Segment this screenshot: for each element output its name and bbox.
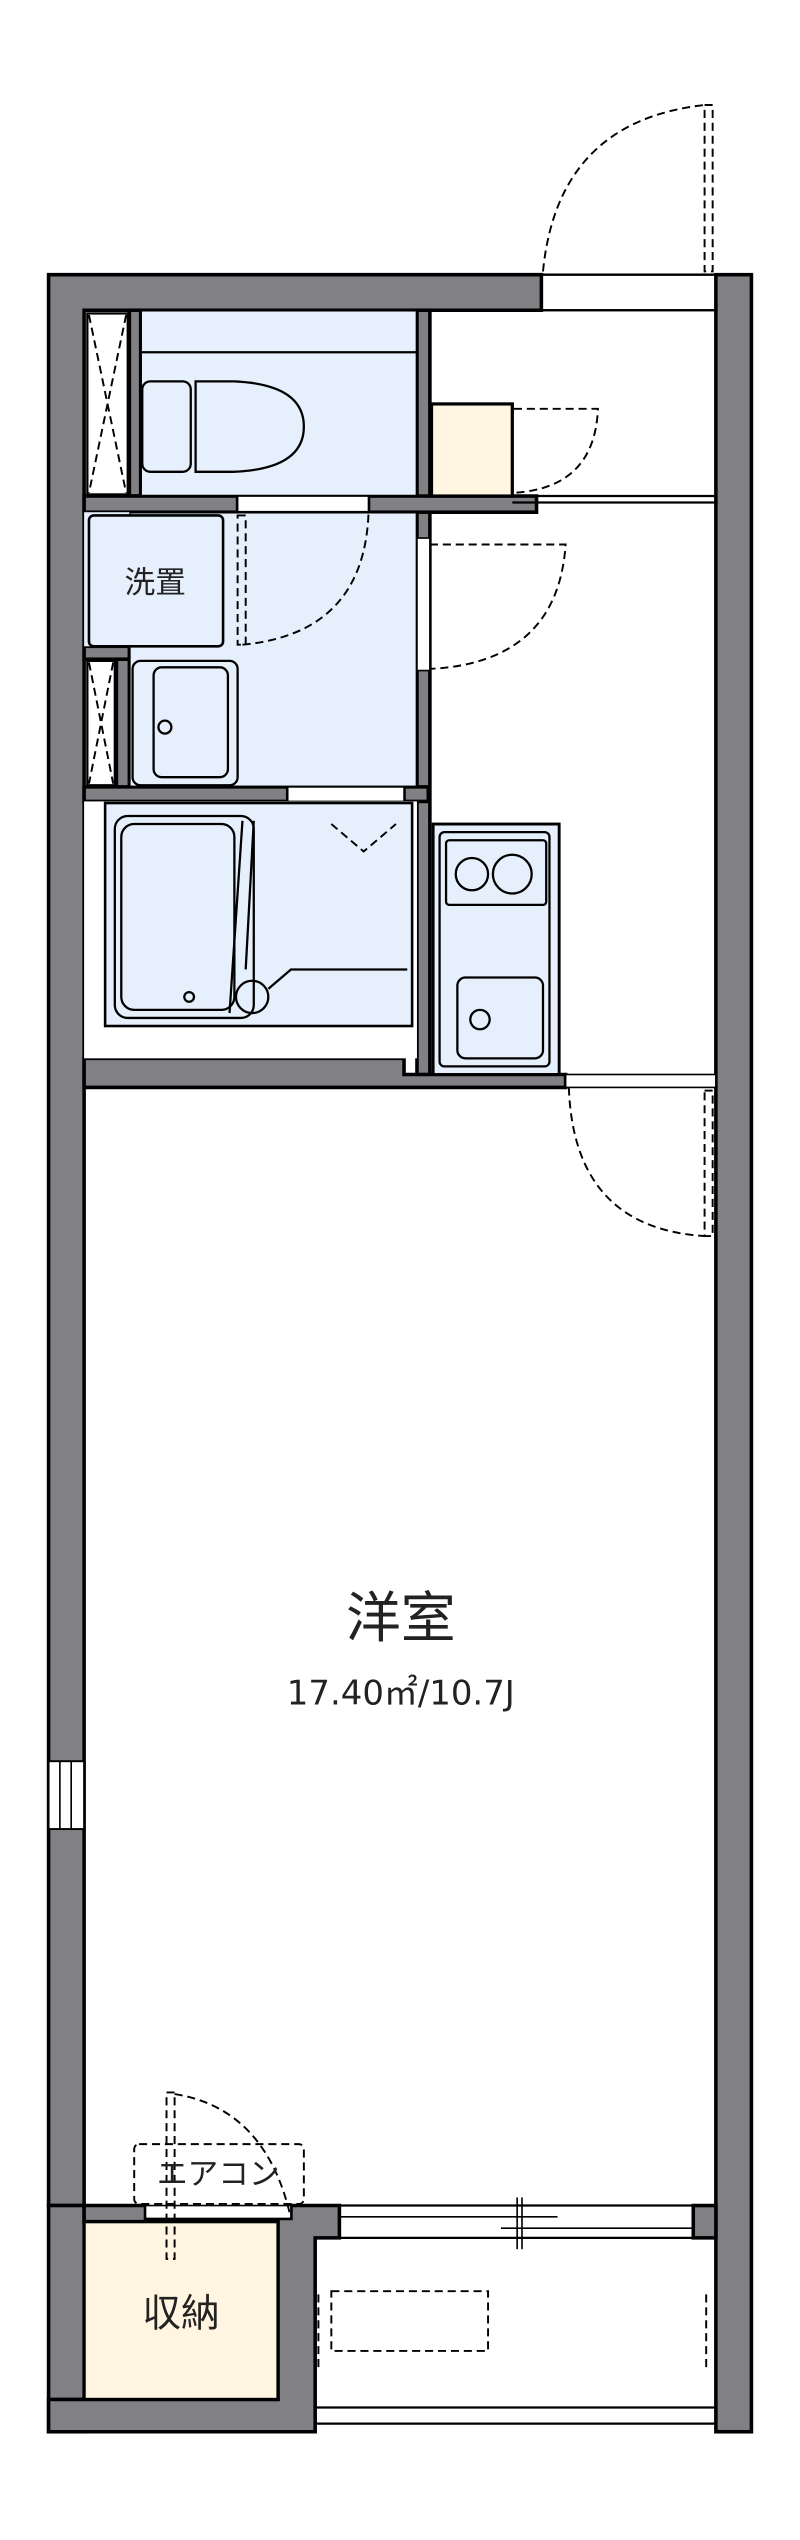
- storage: 収納: [82, 2091, 292, 2402]
- bathroom: [84, 801, 417, 1059]
- balcony: [315, 2290, 716, 2425]
- entrance-door: [540, 104, 718, 312]
- room-name: 洋室: [346, 1586, 456, 1650]
- stove-icon: [444, 839, 548, 906]
- shoe-cabinet: [429, 402, 716, 504]
- balcony-window: [339, 2197, 716, 2250]
- wash-basin-icon: [131, 659, 239, 787]
- hall-door: [416, 537, 567, 672]
- air-conditioner-label: エアコン: [157, 2158, 280, 2193]
- pipe-shaft: [86, 312, 129, 787]
- kitchen: [431, 822, 561, 1076]
- window-left: [47, 1760, 86, 1831]
- room-area: 17.40㎡/10.7J: [287, 1675, 515, 1714]
- toilet-icon: [194, 380, 305, 473]
- storage-label: 収納: [142, 2292, 220, 2337]
- western-room: 洋室 17.40㎡/10.7J: [287, 1087, 714, 1714]
- sink-icon: [456, 976, 545, 1060]
- toilet-room: [139, 308, 419, 498]
- bathtub-icon: [113, 814, 255, 1020]
- washroom: 洗置: [84, 510, 419, 789]
- washer-space: [87, 514, 225, 648]
- washer-space-label: 洗置: [125, 566, 186, 601]
- air-conditioner: エアコン: [133, 2143, 305, 2205]
